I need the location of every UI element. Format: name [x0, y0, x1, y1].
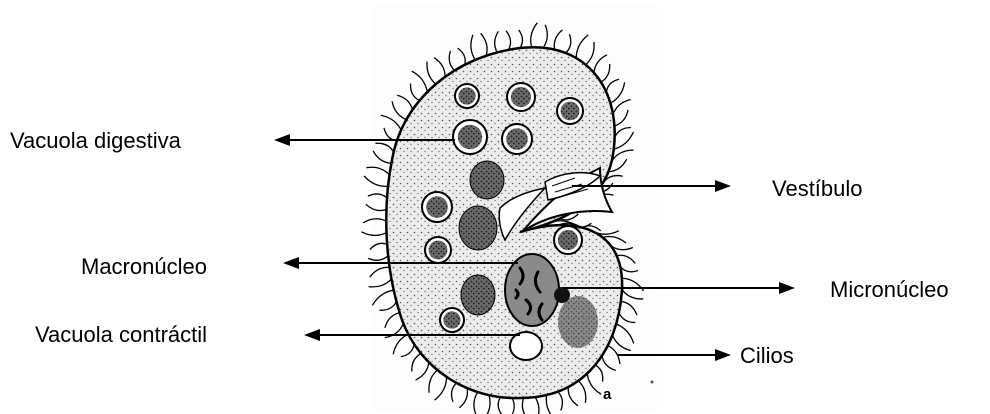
label-vacuola-digestiva: Vacuola digestiva	[10, 130, 181, 152]
food-vacuole-content	[458, 125, 482, 149]
forming-vacuole	[470, 161, 504, 199]
arrowhead-cilios	[715, 349, 731, 361]
micronucleus	[554, 287, 570, 303]
label-micronucleo: Micronúcleo	[830, 279, 949, 301]
food-vacuole-content	[506, 128, 528, 150]
food-vacuole-content	[561, 102, 580, 121]
label-macronucleo: Macronúcleo	[81, 256, 207, 278]
arrowhead-vacuola-digestiva	[274, 134, 290, 146]
forming-vacuole	[461, 275, 495, 315]
speck	[651, 381, 654, 384]
label-vacuola-contractil: Vacuola contráctil	[35, 324, 207, 346]
label-cilios: Cilios	[740, 345, 794, 367]
arrowhead-micronucleo	[779, 282, 795, 294]
contractile-vacuole	[510, 332, 542, 360]
arrowhead-vestibulo	[715, 180, 731, 192]
granular-region	[558, 296, 598, 348]
forming-vacuole	[459, 206, 497, 250]
arrowhead-vacuola-contractil	[304, 329, 320, 341]
food-vacuole-content	[511, 87, 531, 107]
label-vestibulo: Vestíbulo	[772, 178, 863, 200]
food-vacuole-content	[443, 311, 460, 328]
macronucleus	[505, 254, 559, 326]
food-vacuole-content	[558, 230, 578, 250]
food-vacuole-content	[426, 196, 448, 218]
arrowhead-macronucleo	[283, 257, 299, 269]
food-vacuole-content	[458, 87, 475, 104]
food-vacuole-content	[429, 241, 448, 260]
figure-letter: a	[603, 386, 612, 403]
